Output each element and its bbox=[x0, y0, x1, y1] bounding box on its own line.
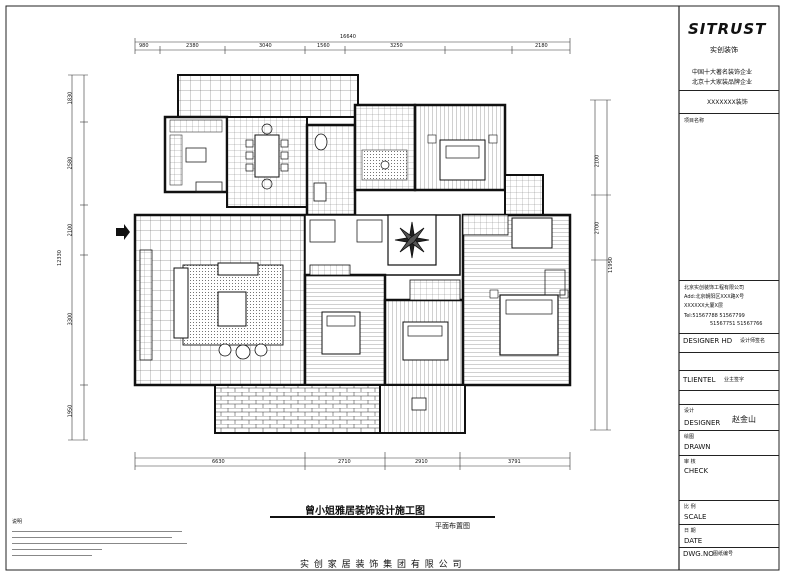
footer-company: 实 创 家 居 装 饰 集 团 有 限 公 司 bbox=[300, 560, 463, 570]
client-label: TLIENTEL bbox=[683, 376, 716, 384]
notes-heading: 说明 bbox=[12, 519, 23, 525]
dining-table bbox=[245, 123, 289, 190]
top-dimension-lines bbox=[134, 38, 571, 54]
date-cn: 日 期 bbox=[684, 528, 696, 534]
check-en: CHECK bbox=[684, 467, 709, 475]
left-dim-4: 3300 bbox=[67, 312, 74, 326]
left-dim-2: 2580 bbox=[67, 156, 74, 170]
right-dim-1: 2700 bbox=[594, 221, 601, 235]
designer2-en: DESIGNER bbox=[684, 419, 721, 427]
main-title: 曾小姐雅居装饰设计施工图 bbox=[305, 506, 425, 517]
check-cn: 审 核 bbox=[684, 459, 696, 465]
guest-bathroom bbox=[305, 123, 357, 217]
bed-west bbox=[321, 311, 361, 355]
left-dim-total: 12330 bbox=[56, 250, 63, 266]
bottom-dim-2: 2710 bbox=[338, 459, 351, 465]
drawn-cn: 绘图 bbox=[684, 434, 695, 440]
scale-en: SCALE bbox=[684, 513, 707, 521]
bottom-dim-4: 3791 bbox=[508, 459, 521, 465]
dwg-value: 图纸编号 bbox=[713, 551, 734, 557]
project-code: XXXXXXX装饰 bbox=[707, 99, 748, 106]
top-dim-5: 3250 bbox=[390, 43, 403, 49]
left-dim-3: 2100 bbox=[67, 223, 74, 237]
top-dim-1: 980 bbox=[139, 43, 149, 49]
tel-line-2: 51567751 51567766 bbox=[710, 321, 763, 327]
right-dim-total: 11950 bbox=[607, 257, 614, 273]
bed-south bbox=[402, 321, 449, 361]
top-dim-6: 2180 bbox=[535, 43, 548, 49]
company-info-1: 北京实创装饰工程有限公司 bbox=[684, 285, 745, 291]
bed-north bbox=[427, 134, 498, 181]
section-label: 项目名称 bbox=[684, 118, 705, 124]
company-logo-cn: 实创装饰 bbox=[710, 46, 738, 54]
left-dim-5: 1950 bbox=[67, 404, 74, 418]
date-en: DATE bbox=[684, 537, 703, 545]
top-dim-2: 2380 bbox=[186, 43, 199, 49]
tel-line-1: Tel:51567788 51567799 bbox=[684, 313, 745, 319]
bottom-dim-1: 6630 bbox=[212, 459, 225, 465]
top-dim-4: 1560 bbox=[317, 43, 330, 49]
client-value: 业主签字 bbox=[724, 377, 745, 383]
bottom-dimension-lines bbox=[134, 452, 571, 470]
company-info-2: Add:北京朝阳区XXX路X号 bbox=[684, 294, 745, 300]
designer-label: DESIGNER HD bbox=[683, 337, 733, 345]
left-dim-1: 1830 bbox=[67, 91, 74, 105]
right-dimension-lines bbox=[590, 99, 611, 431]
bottom-dim-3: 2910 bbox=[415, 459, 428, 465]
slogan-1: 中国十大著名装饰企业 bbox=[692, 69, 753, 76]
slogan-2: 北京十大家装品牌企业 bbox=[692, 79, 753, 86]
designer2-cn: 设计 bbox=[684, 408, 695, 414]
dwg-label: DWG.NO bbox=[683, 550, 714, 558]
company-info-3: XXXXXX大厦X层 bbox=[684, 303, 723, 309]
title-underline bbox=[270, 516, 495, 518]
balcony-bottom bbox=[214, 384, 381, 434]
right-dim-2: 2100 bbox=[594, 154, 601, 168]
sofa-set bbox=[139, 249, 284, 361]
balcony-top bbox=[177, 74, 359, 118]
designer2-name: 赵金山 bbox=[732, 415, 756, 424]
left-dimension-lines bbox=[68, 74, 88, 441]
notes-lines bbox=[12, 526, 192, 561]
overall-width-dim: 16640 bbox=[340, 34, 356, 40]
scale-cn: 比 例 bbox=[684, 504, 696, 510]
drawn-en: DRAWN bbox=[684, 443, 711, 451]
bed-master bbox=[489, 289, 569, 356]
sub-title: 平面布置图 bbox=[435, 522, 470, 530]
entry-arrow bbox=[116, 224, 130, 240]
company-logo: SITRUST bbox=[688, 20, 767, 38]
top-dim-3: 3040 bbox=[259, 43, 272, 49]
designer-value: 设计师签名 bbox=[740, 338, 766, 344]
